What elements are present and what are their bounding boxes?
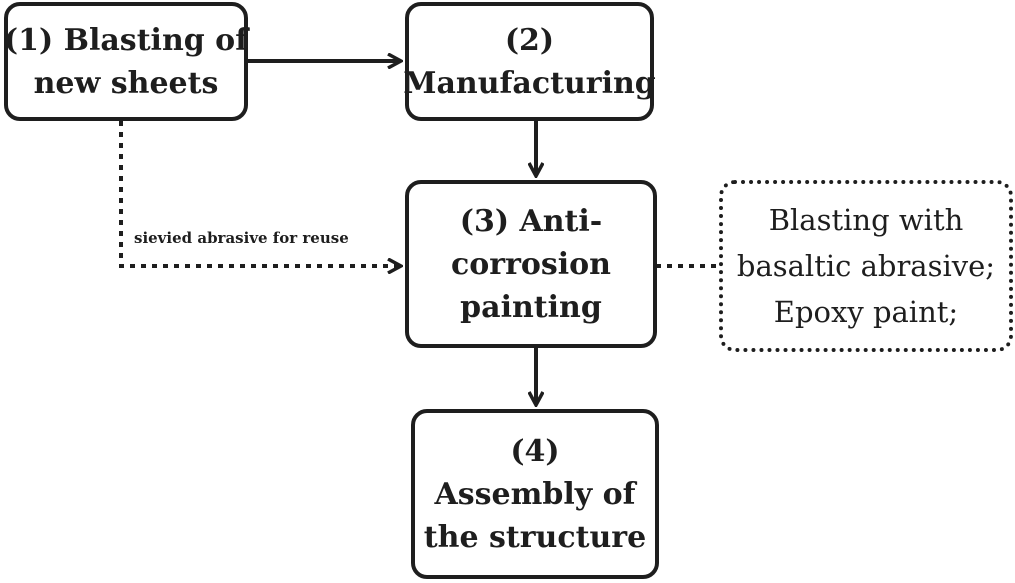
- step1-label-line1: (1) Blasting of: [3, 22, 249, 58]
- step2-box: (2) Manufacturing: [403, 2, 656, 121]
- note-line1: Blasting with: [768, 203, 964, 237]
- arrow-reuse-dotted: [119, 121, 400, 266]
- step2-label-line2: Manufacturing: [403, 65, 656, 101]
- step2-label-line1: (2): [504, 22, 555, 58]
- step3-label-line2: corrosion: [450, 246, 611, 282]
- note-line3: Epoxy paint;: [773, 295, 959, 329]
- step1-box: (1) Blasting of new sheets: [4, 2, 248, 121]
- step3-label-line3: painting: [460, 289, 602, 325]
- step3-label-line1: (3) Anti-: [459, 203, 603, 239]
- step4-box: (4) Assembly of the structure: [411, 409, 659, 579]
- step4-label-line2: Assembly of: [434, 476, 636, 512]
- note-box: Blasting with basaltic abrasive; Epoxy p…: [719, 180, 1013, 352]
- step4-label-line1: (4): [510, 433, 560, 469]
- reuse-edge-label: sievied abrasive for reuse: [132, 229, 351, 247]
- step1-label-line2: new sheets: [33, 65, 219, 101]
- step4-label-line3: the structure: [423, 519, 647, 555]
- step3-box: (3) Anti- corrosion painting: [405, 180, 657, 348]
- note-line2: basaltic abrasive;: [736, 249, 996, 283]
